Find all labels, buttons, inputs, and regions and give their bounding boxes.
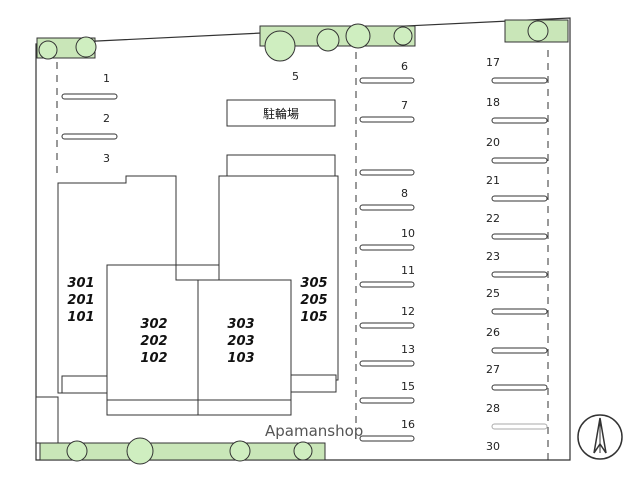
unit-number: 105 xyxy=(300,310,327,325)
building-center-right-balcony xyxy=(197,399,292,416)
parking-stall xyxy=(491,233,548,240)
parking-number: 26 xyxy=(486,326,500,339)
parking-number: 5 xyxy=(292,70,299,83)
tree-icon xyxy=(75,36,97,58)
unit-number: 102 xyxy=(140,351,167,366)
parking-stall xyxy=(359,244,415,251)
corner-box xyxy=(35,396,59,444)
parking-number: 1 xyxy=(103,72,110,85)
parking-number: 17 xyxy=(486,56,500,69)
building-connector xyxy=(175,264,220,281)
parking-stall xyxy=(359,322,415,329)
parking-number: 11 xyxy=(401,264,415,277)
tree-icon xyxy=(126,437,154,465)
parking-stall xyxy=(359,169,415,176)
tree-icon xyxy=(293,441,313,461)
parking-number: 13 xyxy=(401,343,415,356)
parking-number: 10 xyxy=(401,227,415,240)
parking-number: 12 xyxy=(401,305,415,318)
bicycle-parking-label: 駐輪場 xyxy=(263,106,299,121)
parking-number: 16 xyxy=(401,418,415,431)
tree-icon xyxy=(345,23,371,49)
tree-icon xyxy=(66,440,88,462)
unit-number: 205 xyxy=(300,293,327,308)
unit-number: 103 xyxy=(227,351,254,366)
tree-icon xyxy=(229,440,251,462)
parking-stall xyxy=(491,77,548,84)
unit-number: 305 xyxy=(300,276,327,291)
parking-stall xyxy=(61,133,118,140)
parking-stall xyxy=(359,435,415,442)
parking-number: 30 xyxy=(486,440,500,453)
tree-icon xyxy=(38,40,58,60)
building-east-balcony xyxy=(290,374,337,393)
unit-labels: 301 201 101 302 202 102 303 203 103 305 205 105 xyxy=(67,276,327,366)
building-center-left-balcony xyxy=(106,399,199,416)
parking-number: 23 xyxy=(486,250,500,263)
parking-stall xyxy=(491,384,548,391)
compass-north-icon xyxy=(577,414,623,460)
parking-stalls: 1235678101112131516171820212223252627283… xyxy=(61,56,548,453)
unit-number: 302 xyxy=(140,317,167,332)
parking-number: 15 xyxy=(401,380,415,393)
green-strip-bottom xyxy=(39,442,326,461)
trees xyxy=(38,20,549,465)
tree-icon xyxy=(393,26,413,46)
parking-stall xyxy=(491,347,548,354)
parking-stall xyxy=(491,423,548,430)
parking-number: 28 xyxy=(486,402,500,415)
parking-stall xyxy=(491,157,548,164)
parking-stall xyxy=(359,116,415,123)
watermark: Apamanshop xyxy=(265,422,363,440)
guide-lines xyxy=(56,50,549,460)
parking-stall xyxy=(61,93,118,100)
unit-number: 203 xyxy=(227,334,254,349)
parking-number: 8 xyxy=(401,187,408,200)
parking-stall xyxy=(491,308,548,315)
parking-number: 18 xyxy=(486,96,500,109)
parking-number: 27 xyxy=(486,363,500,376)
building-center-right xyxy=(197,279,292,416)
unit-number: 201 xyxy=(67,293,94,308)
unit-number: 101 xyxy=(67,310,94,325)
tree-icon xyxy=(527,20,549,42)
parking-stall xyxy=(491,195,548,202)
parking-number: 25 xyxy=(486,287,500,300)
parking-number: 7 xyxy=(401,99,408,112)
tree-icon xyxy=(264,30,296,62)
parking-stall xyxy=(491,271,548,278)
bicycle-parking xyxy=(226,99,336,127)
parking-stall xyxy=(491,117,548,124)
parking-number: 21 xyxy=(486,174,500,187)
unit-number: 303 xyxy=(227,317,254,332)
building-west-balcony xyxy=(61,375,108,394)
parking-stall xyxy=(359,360,415,367)
parking-number: 22 xyxy=(486,212,500,225)
unit-number: 301 xyxy=(67,276,94,291)
parking-number: 2 xyxy=(103,112,110,125)
parking-stall xyxy=(359,204,415,211)
parking-number: 3 xyxy=(103,152,110,165)
parking-stall xyxy=(359,397,415,404)
parking-number: 6 xyxy=(401,60,408,73)
parking-number: 20 xyxy=(486,136,500,149)
tree-icon xyxy=(316,28,340,52)
parking-stall xyxy=(359,281,415,288)
buildings xyxy=(57,154,339,416)
building-east-annex xyxy=(226,154,336,177)
unit-number: 202 xyxy=(140,334,167,349)
parking-stall xyxy=(359,77,415,84)
